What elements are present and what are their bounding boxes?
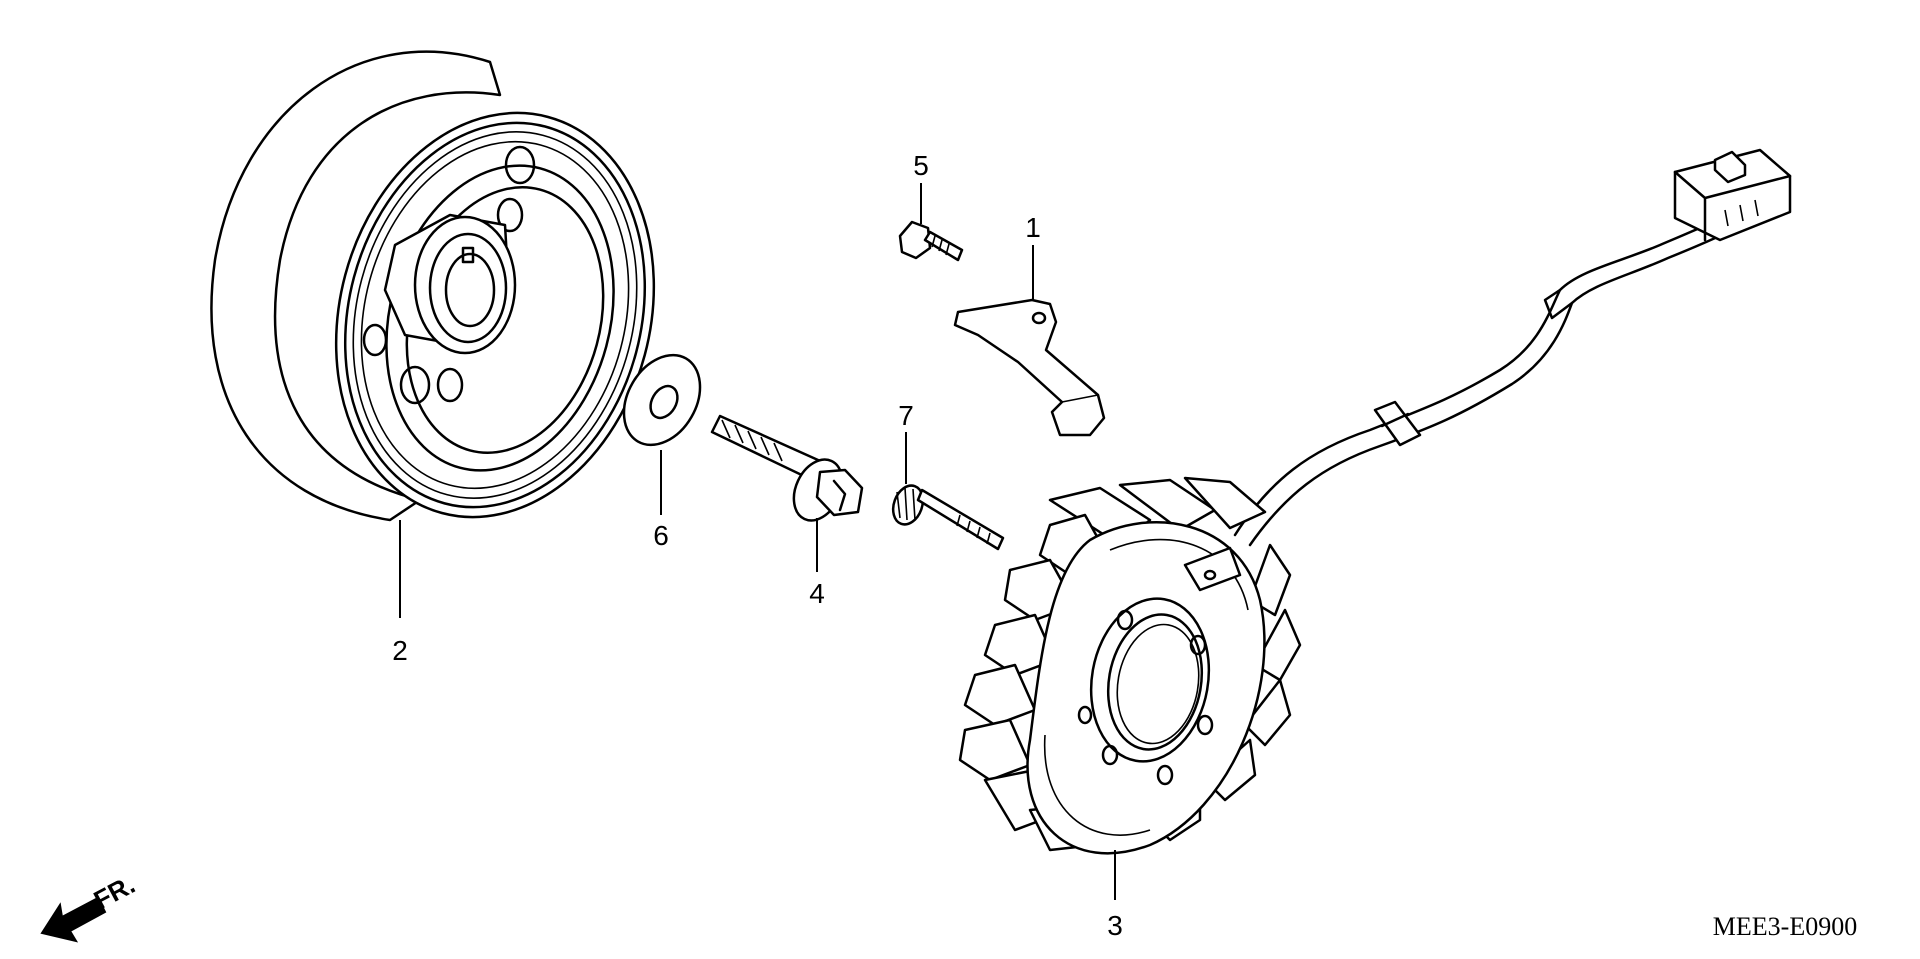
flywheel-rotor — [210, 50, 656, 522]
callout-7: 7 — [898, 400, 914, 431]
small-bolt-upper — [898, 220, 964, 262]
diagram-code: MEE3-E0900 — [1713, 912, 1857, 941]
front-direction-indicator: FR. — [40, 869, 140, 943]
callout-6: 6 — [653, 520, 669, 551]
callout-1: 1 — [1025, 212, 1041, 243]
callout-3: 3 — [1107, 910, 1123, 941]
stator-poles — [958, 476, 1302, 852]
wire-clamp-bracket — [953, 298, 1106, 437]
flange-bolt-large — [710, 414, 864, 522]
callout-4: 4 — [809, 578, 825, 609]
stator-assembly — [958, 148, 1792, 855]
washer — [622, 353, 702, 447]
small-bolt-lower — [891, 484, 1005, 551]
callout-5: 5 — [913, 150, 929, 181]
leader-lines — [399, 183, 1116, 900]
callout-2: 2 — [392, 635, 408, 666]
front-direction-arrow-icon — [40, 896, 107, 943]
